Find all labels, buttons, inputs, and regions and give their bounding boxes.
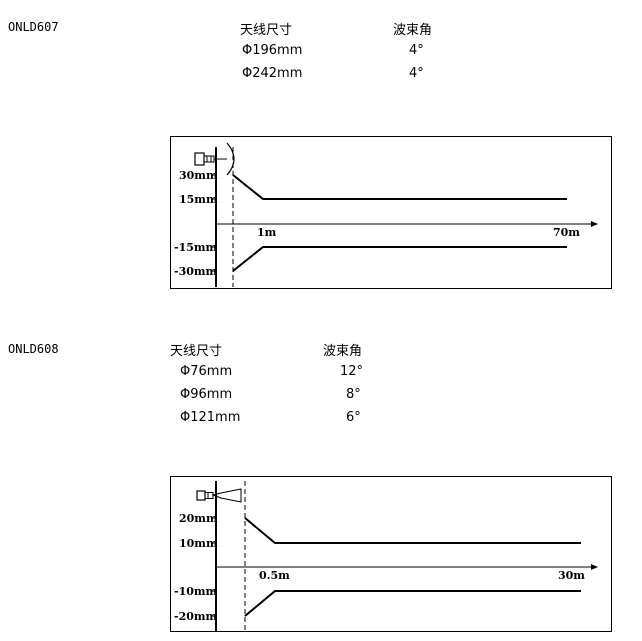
y-tick-label: -15mm: [174, 241, 218, 254]
beam-angle-header: 波束角: [323, 344, 363, 359]
y-tick-label: 10mm: [179, 537, 218, 550]
axis-arrow: [591, 564, 598, 570]
beam-diagram: 30mm 15mm -15mm -30mm 1m 70m: [170, 136, 612, 289]
model-name: ONLD608: [8, 342, 59, 356]
beam-diagram: 20mm 10mm -10mm -20mm 0.5m 30m: [170, 476, 612, 632]
axis-arrow: [591, 221, 598, 227]
antenna-size-value: Φ242mm: [242, 66, 303, 81]
beam-angle-value: 12°: [340, 364, 364, 379]
x-tick-label: 1m: [257, 226, 277, 239]
y-tick-label: 30mm: [179, 169, 218, 182]
antenna-size-header: 天线尺寸: [240, 23, 293, 38]
beam-angle-value: 8°: [346, 387, 361, 402]
x-tick-label: 70m: [553, 226, 580, 239]
beam-angle-header: 波束角: [393, 23, 433, 38]
beam-lower-line: [232, 246, 567, 272]
beam-angle-value: 4°: [409, 66, 424, 81]
y-tick-label: 15mm: [179, 193, 218, 206]
antenna-size-value: Φ96mm: [180, 387, 233, 402]
antenna-size-value: Φ121mm: [180, 410, 241, 425]
y-tick-label: -30mm: [174, 265, 218, 278]
y-tick-label: -10mm: [174, 585, 218, 598]
model-name: ONLD607: [8, 20, 59, 34]
horn-antenna-icon: [194, 142, 235, 176]
antenna-size-header: 天线尺寸: [170, 344, 223, 359]
y-tick-label: -20mm: [174, 610, 218, 623]
beam-angle-value: 4°: [409, 43, 424, 58]
beam-lower-line: [244, 590, 581, 617]
antenna-size-value: Φ196mm: [242, 43, 303, 58]
antenna-size-value: Φ76mm: [180, 364, 233, 379]
y-tick-label: 20mm: [179, 512, 218, 525]
x-tick-label: 0.5m: [259, 569, 290, 582]
beam-upper-line: [232, 174, 567, 200]
horn-antenna-icon: [196, 488, 242, 503]
beam-angle-value: 6°: [346, 410, 361, 425]
beam-upper-line: [244, 517, 581, 544]
x-tick-label: 30m: [558, 569, 585, 582]
